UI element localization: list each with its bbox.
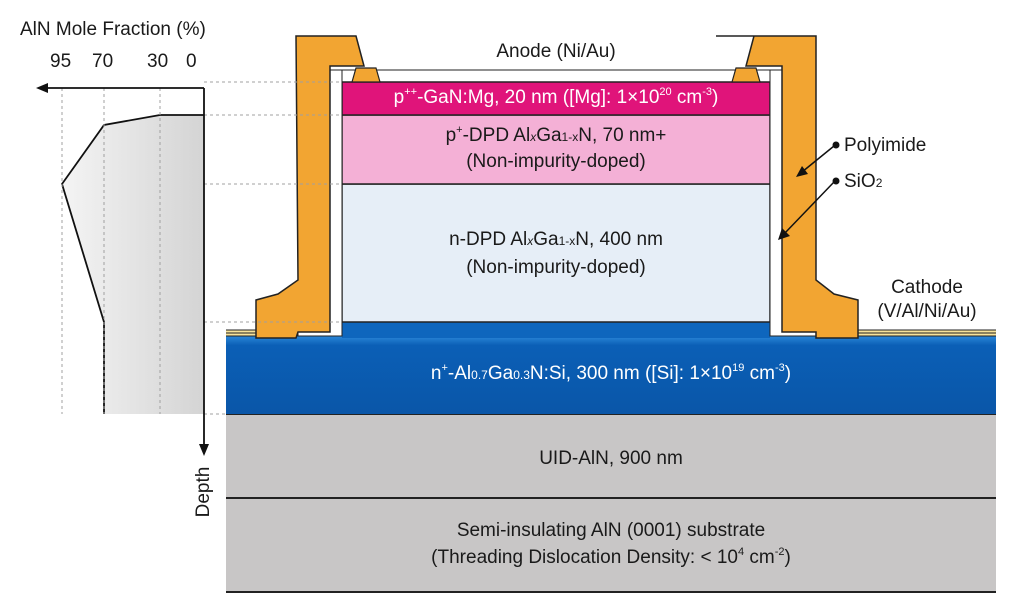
polyimide-left: [255, 35, 365, 339]
depth-axis: [199, 88, 209, 456]
mole-fraction-axis: [36, 83, 204, 93]
substrate-layer: [226, 498, 996, 592]
uid-aln-layer: [226, 414, 996, 498]
n-dpd-layer: [341, 183, 771, 323]
aln-profile-line: [61, 114, 204, 414]
polyimide-pointer: [796, 141, 840, 177]
p-gan-label: p++-GaN:Mg, 20 nm ([Mg]: 1×1020 cm-3): [393, 86, 719, 109]
tick-label-0: 0: [186, 51, 197, 72]
anode-pad-left: [351, 67, 381, 83]
uid-aln-label: UID-AlN, 900 nm: [539, 448, 683, 469]
composition-profile: [61, 114, 204, 414]
tick-label-30: 30: [147, 51, 169, 72]
p-dpd-layer: [341, 114, 771, 185]
tick-label-95: 95: [50, 51, 72, 72]
axis-title: AlN Mole Fraction (%): [20, 19, 206, 40]
cathode-metals-label: (V/Al/Ni/Au): [877, 301, 977, 322]
depth-label: Depth: [193, 466, 214, 518]
mesa-base: [342, 322, 770, 338]
polyimide-right: [716, 35, 859, 339]
polyimide-label: Polyimide: [844, 135, 927, 156]
anode-label: Anode (Ni/Au): [496, 41, 616, 62]
aln-profile-area: [62, 115, 204, 414]
substrate-label: Semi-insulating AlN (0001) substrate: [456, 520, 766, 541]
n-algan-layer: [226, 336, 996, 414]
sio2-label: SiO2: [844, 171, 883, 192]
cathode-label: Cathode: [891, 277, 963, 298]
sio2-pointer: [778, 177, 840, 240]
n-algan-label: n+-Al0.7Ga0.3N:Si, 300 nm ([Si]: 1×1019 …: [430, 362, 792, 385]
n-dpd-label: n-DPD AlxGa1-xN, 400 nm: [449, 229, 663, 250]
anode-pad-right: [731, 67, 761, 83]
p-dpd-label: p+-DPD AlxGa1-xN, 70 nm+: [445, 124, 667, 147]
depth-grid: [61, 81, 342, 415]
tick-label-70: 70: [92, 51, 114, 72]
p-dpd-note: (Non-impurity-doped): [466, 151, 646, 172]
n-dpd-note: (Non-impurity-doped): [466, 257, 646, 278]
substrate-note: (Threading Dislocation Density: < 104 cm…: [431, 546, 791, 569]
